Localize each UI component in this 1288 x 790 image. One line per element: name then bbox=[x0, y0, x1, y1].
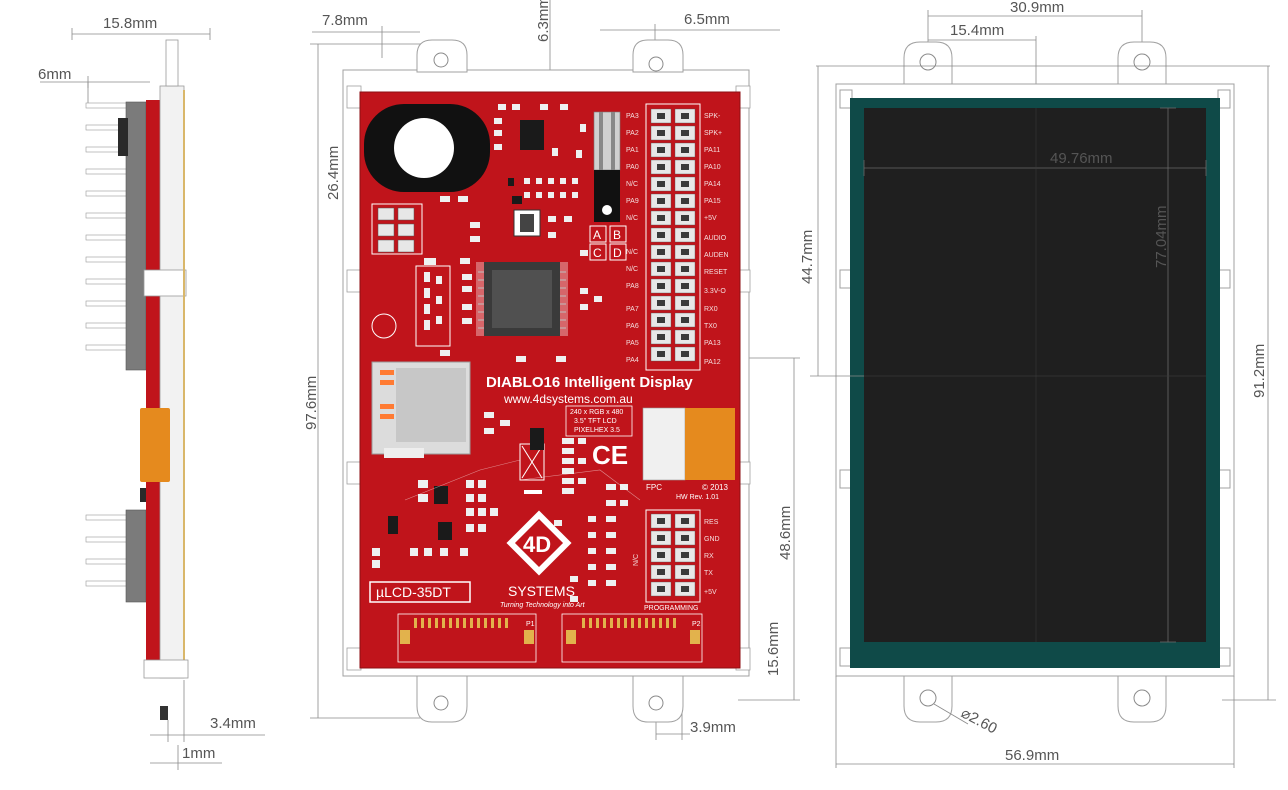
rear-view: 7.8mm 6.3mm 6.5mm 26.4mm 97.6mm 48.6mm 1… bbox=[303, 0, 800, 740]
h1-pin-label: SPK+ bbox=[704, 130, 722, 137]
h1-pin-label: AUDIO bbox=[704, 235, 727, 242]
dim-front-hole-left: 15.4mm bbox=[950, 22, 1004, 39]
h1-pin-label: PA15 bbox=[704, 198, 721, 205]
programming-label: PROGRAMMING bbox=[644, 605, 698, 612]
h1-pin-label: PA12 bbox=[704, 359, 721, 366]
h1-left-label: PA2 bbox=[626, 130, 639, 137]
jumper-label-d: D bbox=[613, 246, 622, 260]
h2-pin-label: +5V bbox=[704, 589, 717, 596]
dim-front-active-h: 77.04mm bbox=[1153, 205, 1170, 268]
dim-rear-bottom-h: 15.6mm bbox=[765, 622, 782, 676]
h1-pin-label: +5V bbox=[704, 215, 717, 222]
h1-left-label: N/C bbox=[626, 215, 638, 222]
lcd-box-line-1: 240 x RGB x 480 bbox=[570, 409, 623, 416]
ce-mark: CE bbox=[592, 440, 628, 470]
dim-side-width: 15.8mm bbox=[103, 15, 157, 32]
h1-left-label: PA4 bbox=[626, 357, 639, 364]
front-view: 30.9mm 15.4mm 49.76mm bbox=[799, 0, 1276, 768]
svg-text:4D: 4D bbox=[523, 532, 551, 557]
4d-logo: 4D bbox=[506, 510, 572, 576]
dim-rear-speaker: 26.4mm bbox=[325, 146, 342, 200]
h1-pin-label: RX0 bbox=[704, 306, 718, 313]
h1-pin-label: RESET bbox=[704, 269, 728, 276]
h1-left-label: PA0 bbox=[626, 164, 639, 171]
h1-left-label: PA7 bbox=[626, 306, 639, 313]
h1-left-label: PA8 bbox=[626, 283, 639, 290]
h1-left-label: PA3 bbox=[626, 113, 639, 120]
h1-left-label: N/C bbox=[626, 181, 638, 188]
dim-side-offset: 6mm bbox=[38, 66, 71, 83]
h2-side-label: N/C bbox=[633, 554, 640, 566]
h1-pin-label: SPK- bbox=[704, 113, 721, 120]
h1-pin-label: PA10 bbox=[704, 164, 721, 171]
h1-left-label: PA1 bbox=[626, 147, 639, 154]
brand-name: SYSTEMS bbox=[508, 583, 575, 599]
side-view: 15.8mm 6mm bbox=[38, 15, 265, 770]
lcd-box-line-3: PIXELHEX 3.5 bbox=[574, 427, 620, 434]
brand-slogan: Turning Technology into Art bbox=[500, 602, 586, 609]
dim-side-bottom-b: 1mm bbox=[182, 745, 215, 762]
h2-pin-label: GND bbox=[704, 536, 720, 543]
svg-text:FPC: FPC bbox=[646, 483, 662, 492]
dim-front-hole-span: 30.9mm bbox=[1010, 0, 1064, 16]
dim-rear-hole-top: 6.3mm bbox=[535, 0, 552, 42]
dim-front-center: 44.7mm bbox=[799, 230, 816, 284]
board-url: www.4dsystems.com.au bbox=[503, 392, 633, 406]
dim-front-active-w: 49.76mm bbox=[1050, 150, 1113, 167]
lcd-box-line-2: 3.5" TFT LCD bbox=[574, 418, 617, 425]
model-name: µLCD-35DT bbox=[376, 584, 451, 600]
dim-rear-hole-left: 7.8mm bbox=[322, 12, 368, 29]
dim-rear-hole-right: 6.5mm bbox=[684, 11, 730, 28]
dim-rear-fpc: 48.6mm bbox=[777, 506, 794, 560]
dim-side-bottom-a: 3.4mm bbox=[210, 715, 256, 732]
hw-rev: HW Rev. 1.01 bbox=[676, 494, 719, 501]
h1-left-label: PA6 bbox=[626, 323, 639, 330]
dim-rear-bottom-w: 3.9mm bbox=[690, 719, 736, 736]
dim-front-hole-dia: ⌀2.60 bbox=[958, 705, 1000, 738]
h1-left-label: N/C bbox=[626, 249, 638, 256]
board-title: DIABLO16 Intelligent Display bbox=[486, 374, 693, 391]
conn-label-p2: P2 bbox=[692, 621, 701, 628]
h1-pin-label: TX0 bbox=[704, 323, 717, 330]
jumper-label-a: A bbox=[593, 228, 601, 242]
dim-front-height: 91.2mm bbox=[1251, 344, 1268, 398]
h1-pin-label: 3.3V-O bbox=[704, 288, 726, 295]
h1-left-label: PA9 bbox=[626, 198, 639, 205]
h1-pin-label: PA14 bbox=[704, 181, 721, 188]
h1-pin-label: PA11 bbox=[704, 147, 720, 154]
h1-left-label: PA5 bbox=[626, 340, 639, 347]
h1-pin-label: PA13 bbox=[704, 340, 721, 347]
display-active-area bbox=[864, 108, 1206, 642]
jumper-label-b: B bbox=[613, 228, 621, 242]
dim-front-width: 56.9mm bbox=[1005, 747, 1059, 764]
h2-pin-label: TX bbox=[704, 570, 713, 577]
jumper-label-c: C bbox=[593, 246, 602, 260]
h1-left-label: N/C bbox=[626, 266, 638, 273]
h2-pin-label: RX bbox=[704, 553, 714, 560]
h1-pin-label: AUDEN bbox=[704, 252, 729, 259]
conn-label-p1: P1 bbox=[526, 621, 535, 628]
h2-pin-label: RES bbox=[704, 519, 719, 526]
copyright-mark: © 2013 bbox=[702, 483, 728, 492]
dim-rear-height: 97.6mm bbox=[303, 376, 320, 430]
